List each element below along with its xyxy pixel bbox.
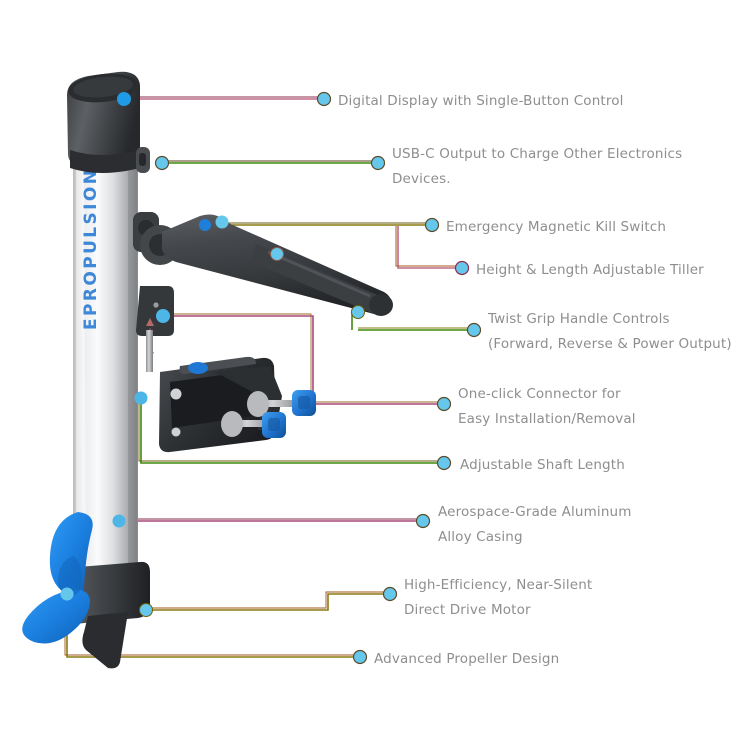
callout-label-usb-c: USB-C Output to Charge Other Electronics… <box>392 146 683 187</box>
propeller-blade-lower <box>22 589 91 644</box>
label-dot-casing[interactable] <box>415 513 431 529</box>
anchor-dot-propeller[interactable] <box>60 587 74 601</box>
leader-adjustable-shaft <box>140 398 444 464</box>
label-dot-kill-switch[interactable] <box>424 217 440 233</box>
callout-label-propeller: Advanced Propeller Design <box>374 651 560 667</box>
label-dot-propeller[interactable] <box>352 649 368 665</box>
control-pod <box>136 286 174 336</box>
label-dot-digital-display[interactable] <box>316 91 332 107</box>
propeller-hub-shadow <box>57 556 83 596</box>
callout-dots <box>60 91 482 665</box>
label-dot-one-click[interactable] <box>436 396 452 412</box>
connector-rod <box>146 330 153 372</box>
anchor-dot-twist-grip[interactable] <box>351 305 365 319</box>
grip-end-cap <box>369 294 393 316</box>
leader-lines <box>64 96 474 658</box>
clamp-screws <box>221 390 316 438</box>
callout-label-motor: High-Efficiency, Near-Silent Direct Driv… <box>404 577 593 618</box>
leader-motor <box>146 593 390 611</box>
callout-label-digital-display: Digital Display with Single-Button Contr… <box>338 93 624 109</box>
cowl-skirt <box>70 150 140 173</box>
anchor-dot-tiller-mid[interactable] <box>270 247 284 261</box>
anchor-dot-kill-switch[interactable] <box>199 219 211 231</box>
anchor-dot-tiller-left[interactable] <box>215 215 229 229</box>
anchor-dot-usb-c[interactable] <box>154 155 170 171</box>
product-illustration: EPROPULSION <box>22 71 393 669</box>
callout-label-shaft: Adjustable Shaft Length <box>460 457 625 473</box>
label-dot-shaft[interactable] <box>436 455 452 471</box>
leader-tiller <box>397 226 462 269</box>
callout-label-casing: Aerospace-Grade Aluminum Alloy Casing <box>438 504 632 545</box>
label-dot-twist-grip[interactable] <box>466 322 482 338</box>
label-dot-tiller[interactable] <box>454 260 470 276</box>
leader-one-click <box>163 315 444 405</box>
aluminum-shaft <box>73 140 138 578</box>
anchor-dot-shaft[interactable] <box>134 391 148 405</box>
anchor-dot-motor[interactable] <box>139 603 153 617</box>
label-dot-usb-c[interactable] <box>370 155 386 171</box>
skeg-fin <box>82 612 128 669</box>
twist-grip-handle <box>252 244 389 315</box>
anchor-dot-digital-display[interactable] <box>117 92 131 106</box>
anchor-dot-casing[interactable] <box>112 514 126 528</box>
brand-text: EPROPULSION <box>81 168 101 330</box>
label-dot-motor[interactable] <box>382 586 398 602</box>
anchor-dot-one-click[interactable] <box>156 309 170 323</box>
callout-label-twist-grip: Twist Grip Handle Controls (Forward, Rev… <box>488 311 732 352</box>
callout-label-one-click: One-click Connector for Easy Installatio… <box>458 386 636 427</box>
callout-label-tiller: Height & Length Adjustable Tiller <box>476 262 704 278</box>
callout-label-kill-switch: Emergency Magnetic Kill Switch <box>446 219 667 235</box>
propeller <box>22 512 93 644</box>
